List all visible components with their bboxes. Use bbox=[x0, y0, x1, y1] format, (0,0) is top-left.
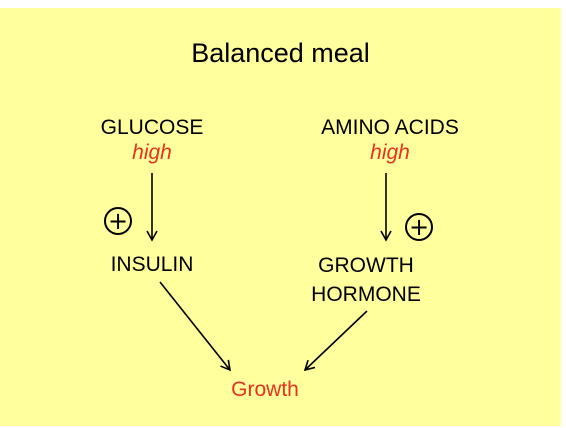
stimulation-plus-icon: + bbox=[104, 207, 132, 235]
diagram-title: Balanced meal bbox=[191, 38, 370, 68]
diagram-slide: Balanced meal GLUCOSE high AMINO ACIDS h… bbox=[0, 8, 561, 426]
glucose-label: GLUCOSE bbox=[100, 116, 204, 139]
glucose-level: high bbox=[132, 141, 172, 164]
amino-acids-label: AMINO ACIDS bbox=[321, 116, 459, 139]
arrow-growth-hormone-to-growth bbox=[303, 310, 368, 372]
growth-hormone-label-line1: GROWTH bbox=[318, 254, 414, 277]
arrow-insulin-to-growth bbox=[159, 281, 232, 372]
stimulation-plus-icon: + bbox=[405, 213, 433, 241]
growth-hormone-label-line2: HORMONE bbox=[311, 283, 421, 306]
growth-label: Growth bbox=[231, 378, 299, 401]
insulin-label: INSULIN bbox=[110, 253, 194, 276]
amino-acids-level: high bbox=[370, 141, 410, 164]
arrow-layer bbox=[146, 173, 392, 372]
